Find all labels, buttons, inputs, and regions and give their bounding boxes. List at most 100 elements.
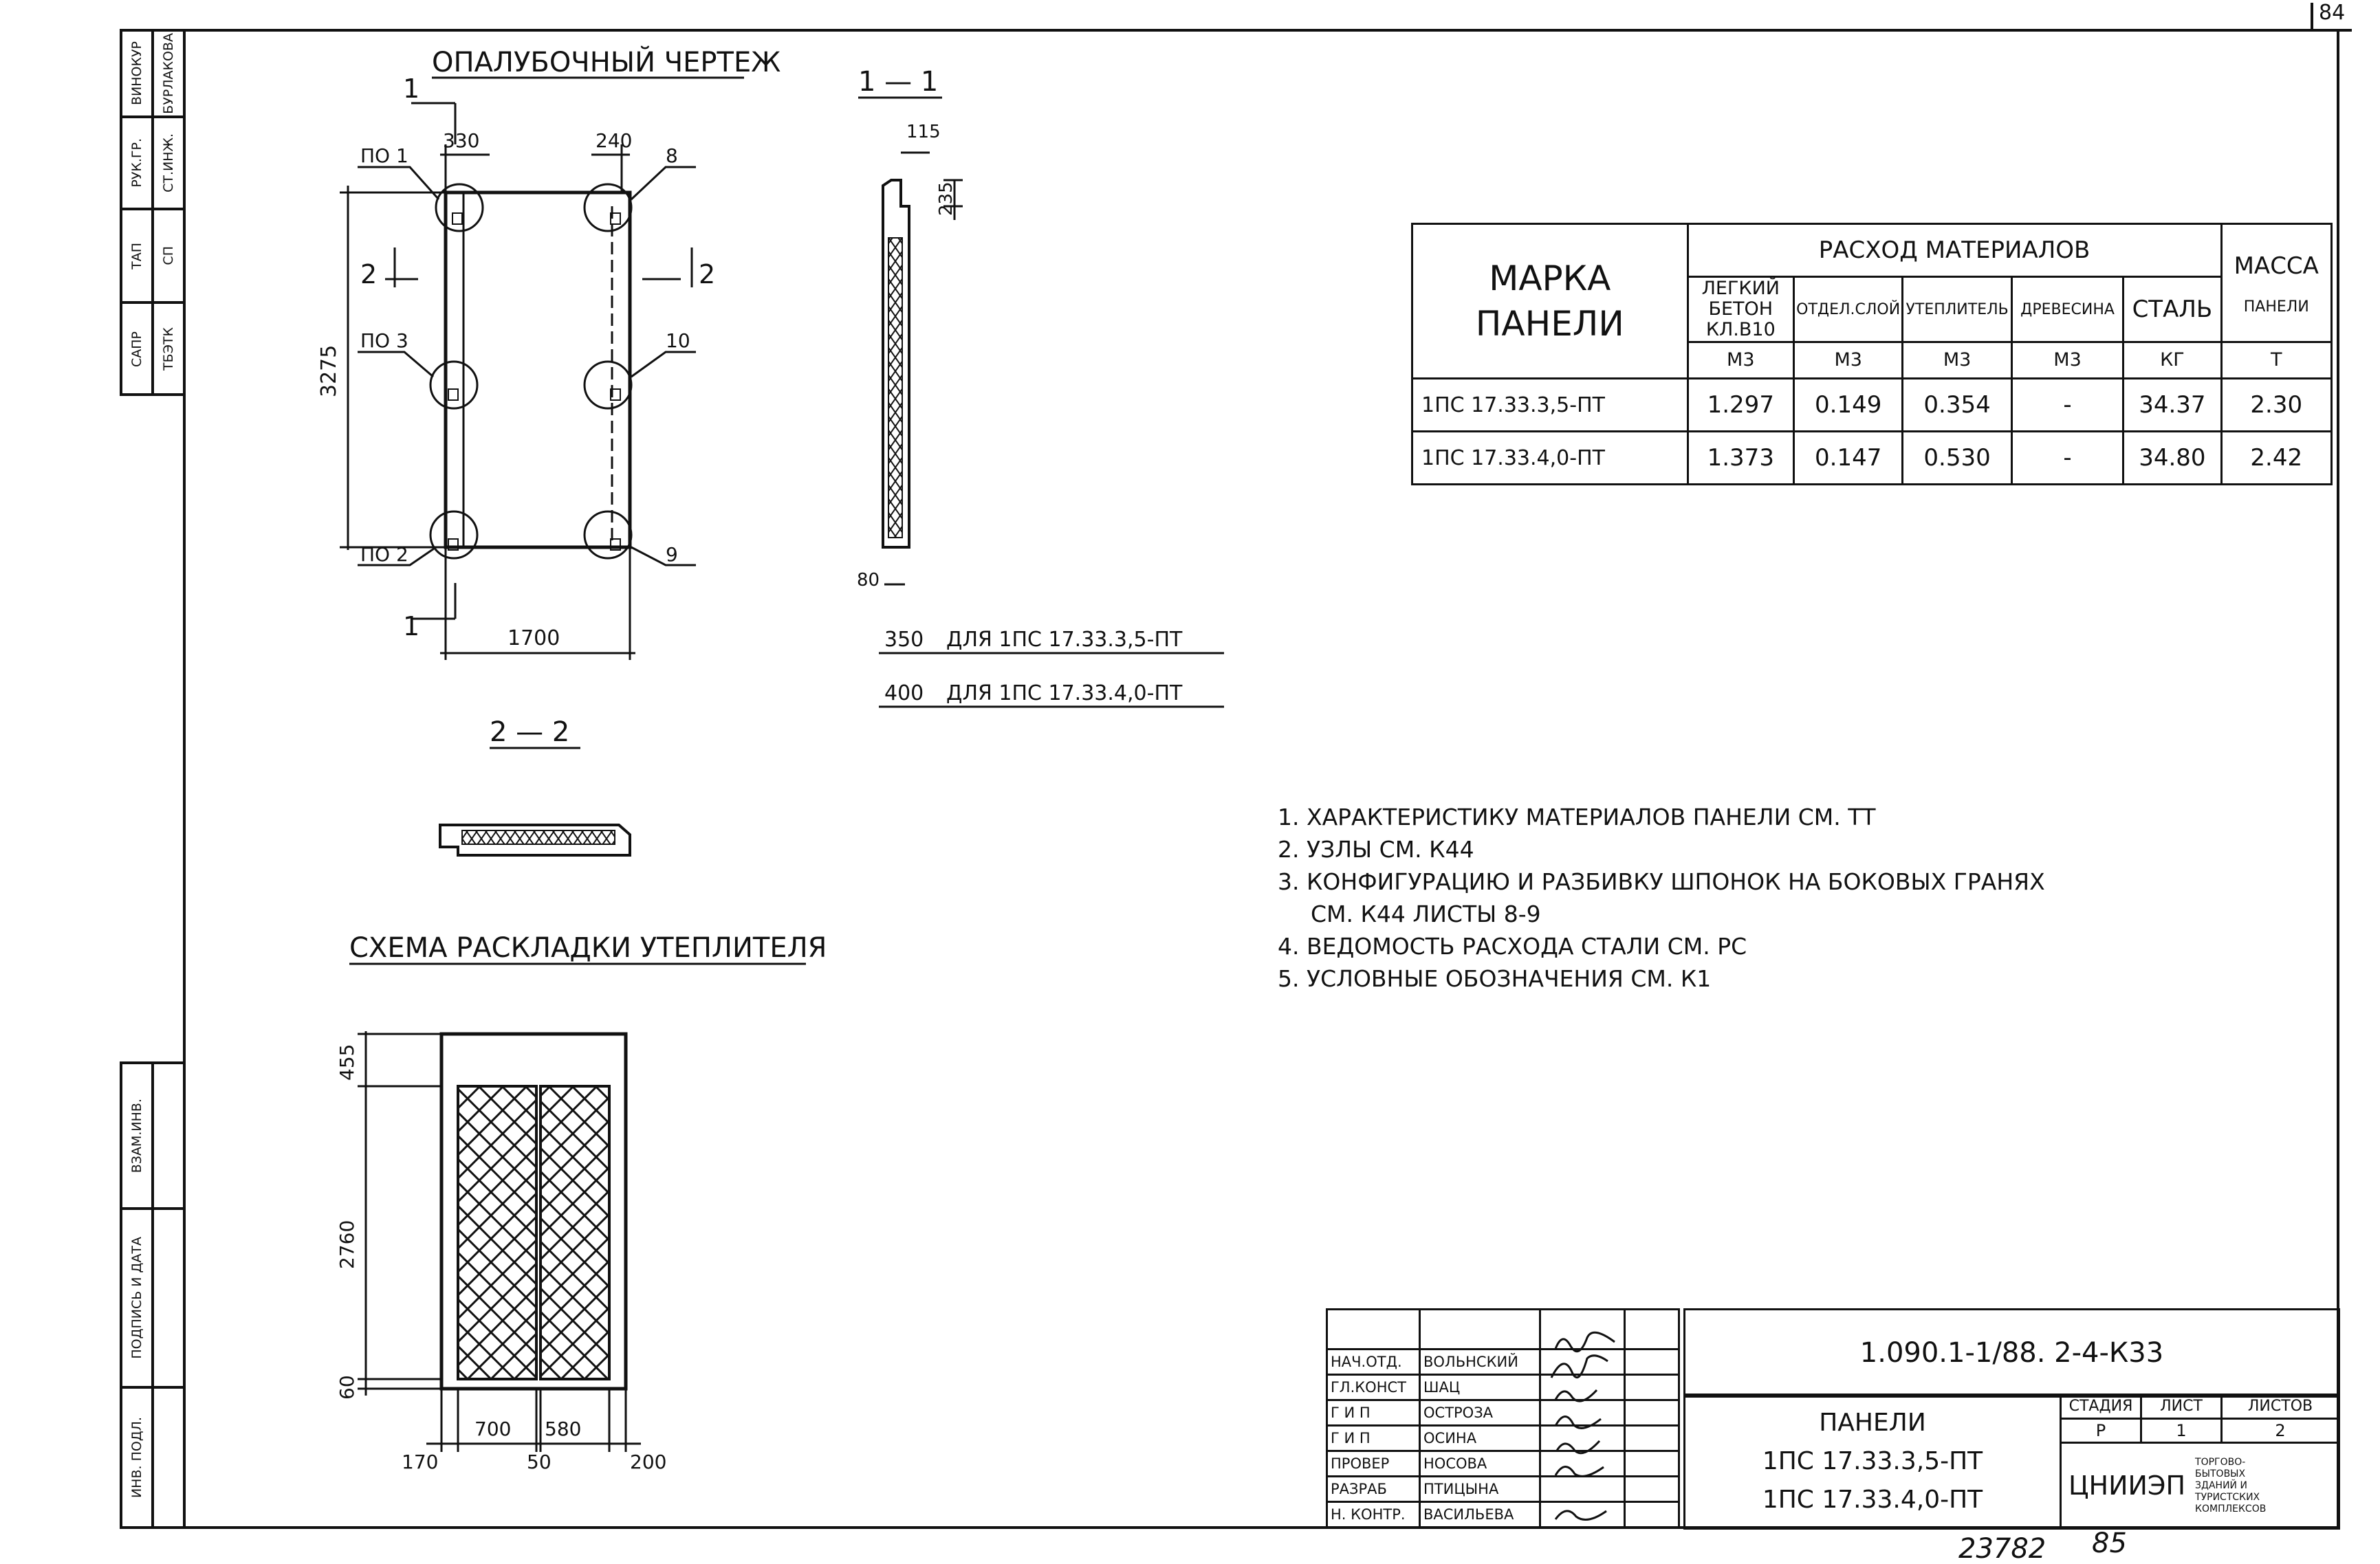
- sheet-value: 1: [2140, 1418, 2223, 1444]
- dim-2760: 2760: [336, 1220, 358, 1269]
- stamp-role: НАЧ.ОТД.: [1326, 1348, 1421, 1376]
- mass-header: МАССА ПАНЕЛИ: [2220, 223, 2333, 343]
- dim-700: 700: [474, 1418, 511, 1440]
- title-block-code: 1.090.1-1/88. 2-4-К33: [1683, 1308, 2340, 1398]
- cell-insulation: 0.530: [1901, 430, 2013, 485]
- side-stamp-signature-date: ПОДПИСЬ И ДАТА: [129, 1237, 144, 1359]
- cell-steel: 34.80: [2122, 430, 2223, 485]
- stamp-role: ГЛ.КОНСТ: [1326, 1374, 1421, 1401]
- dim-1700: 1700: [507, 626, 560, 650]
- node-8: 8: [666, 144, 678, 167]
- dim-580: 580: [545, 1418, 581, 1440]
- dim-115: 115: [906, 122, 941, 142]
- general-notes: 1. ХАРАКТЕРИСТИКУ МАТЕРИАЛОВ ПАНЕЛИ СМ. …: [1278, 801, 2045, 995]
- note-3-cont: СМ. К44 ЛИСТЫ 8-9: [1311, 901, 1541, 927]
- side-stamp-name-3: СТ.ИНЖ.: [161, 133, 176, 192]
- page-number: 84: [2319, 1, 2345, 25]
- stamp-name: ВАСИЛЬЕВА: [1419, 1501, 1541, 1528]
- side-stamp-role-3: РУК.ГР.: [129, 138, 144, 188]
- cell-finish: 0.147: [1792, 430, 1904, 485]
- org-name: ЦНИИЭП: [2068, 1471, 2186, 1501]
- cut-1-top: 1: [403, 74, 419, 104]
- stamp-role: Г И П: [1326, 1399, 1421, 1427]
- materials-group-header: РАСХОД МАТЕРИАЛОВ: [1686, 223, 2223, 278]
- stamp-role: Г И П: [1326, 1424, 1421, 1452]
- table-row: 1ПС 17.33.4,0-ПТ 1.373 0.147 0.530 - 34.…: [1411, 430, 2333, 485]
- side-stamp-inv: ИНВ. ПОДЛ.: [129, 1416, 144, 1499]
- cut-1-bottom: 1: [403, 611, 419, 641]
- stamp-name: НОСОВА: [1419, 1450, 1541, 1477]
- unit-steel: КГ: [2122, 341, 2223, 379]
- drawing-code: 1.090.1-1/88. 2-4-К33: [1859, 1337, 2164, 1369]
- cell-mass: 2.30: [2220, 377, 2333, 432]
- stage-value: Р: [2060, 1418, 2142, 1444]
- cell-steel: 34.37: [2122, 377, 2223, 432]
- note-2: 2. УЗЛЫ СМ. К44: [1278, 836, 1474, 863]
- panel-title: ПАНЕЛИ: [1819, 1409, 1926, 1437]
- cell-wood: -: [2010, 377, 2125, 432]
- side-stamp-replace-inv: ВЗАМ.ИНВ.: [129, 1098, 144, 1174]
- unit-insulation: М3: [1901, 341, 2013, 379]
- cell-finish: 0.149: [1792, 377, 1904, 432]
- bottom-number-a: 23782: [1958, 1533, 2046, 1564]
- section-1-1: 1 — 1 115 235 80 350 ДЛЯ 1ПС 17.33.3,5-П…: [857, 66, 1224, 708]
- side-stamp-role-4: ВИНОКУР: [129, 41, 144, 106]
- dim-200: 200: [630, 1451, 666, 1473]
- stamp-name: ОСИНА: [1419, 1424, 1541, 1452]
- dim-240: 240: [596, 129, 632, 152]
- section-2-title: 2 — 2: [490, 716, 569, 748]
- note-1: 1. ХАРАКТЕРИСТИКУ МАТЕРИАЛОВ ПАНЕЛИ СМ. …: [1278, 804, 1876, 830]
- note-4: 4. ВЕДОМОСТЬ РАСХОДА СТАЛИ СМ. РС: [1278, 933, 1747, 960]
- cell-insulation: 0.354: [1901, 377, 2013, 432]
- side-stamp-role-1: САПР: [129, 331, 144, 367]
- unit-mass: Т: [2220, 341, 2333, 379]
- cut-2-right: 2: [699, 259, 715, 289]
- dim-3275: 3275: [317, 345, 341, 397]
- col-wood-header: ДРЕВЕСИНА: [2010, 276, 2125, 343]
- stamp-name: ОСТРОЗА: [1419, 1399, 1541, 1427]
- node-po3: ПО 3: [360, 329, 408, 352]
- cell-wood: -: [2010, 430, 2125, 485]
- stamp-role: РАЗРАБ: [1326, 1475, 1421, 1503]
- sheet-label: ЛИСТ: [2140, 1394, 2223, 1420]
- node-9: 9: [666, 543, 678, 566]
- legend-dim-350: 350: [884, 628, 924, 652]
- dim-330: 330: [443, 129, 479, 152]
- row-mark: 1ПС 17.33.4,0-ПТ: [1411, 430, 1689, 485]
- node-10: 10: [666, 329, 690, 352]
- col-insulation-header: УТЕПЛИТЕЛЬ: [1901, 276, 2013, 343]
- dim-455: 455: [336, 1044, 358, 1081]
- row-mark: 1ПС 17.33.3,5-ПТ: [1411, 377, 1689, 432]
- mark-header: МАРКА ПАНЕЛИ: [1411, 223, 1689, 379]
- section-1-title: 1 — 1: [858, 66, 938, 98]
- insulation-title: СХЕМА РАСКЛАДКИ УТЕПЛИТЕЛЯ: [349, 932, 827, 964]
- title-block-title: ПАНЕЛИ 1ПС 17.33.3,5-ПТ 1ПС 17.33.4,0-ПТ: [1683, 1394, 2062, 1530]
- legend-dim-400: 400: [884, 681, 924, 705]
- panel-mark-1: 1ПС 17.33.3,5-ПТ: [1762, 1447, 1983, 1475]
- section-2-2: 2 — 2: [439, 716, 631, 857]
- stamp-row: Н. КОНТР.ВАСИЛЬЕВА: [1326, 1501, 1680, 1528]
- legend-text-400: ДЛЯ 1ПС 17.33.4,0-ПТ: [946, 681, 1183, 705]
- formwork-title: ОПАЛУБОЧНЫЙ ЧЕРТЕЖ: [432, 45, 780, 78]
- node-po1: ПО 1: [360, 144, 408, 167]
- note-3: 3. КОНФИГУРАЦИЮ И РАЗБИВКУ ШПОНОК НА БОК…: [1278, 868, 2045, 895]
- cell-concrete: 1.297: [1686, 377, 1795, 432]
- stamp-name: ШАЦ: [1419, 1374, 1541, 1401]
- panel-mark-2: 1ПС 17.33.4,0-ПТ: [1762, 1486, 1983, 1514]
- stamp-role: ПРОВЕР: [1326, 1450, 1421, 1477]
- unit-finish: М3: [1792, 341, 1904, 379]
- side-stamp-name-1: ТБЭТК: [161, 327, 176, 371]
- table-row: 1ПС 17.33.3,5-ПТ 1.297 0.149 0.354 - 34.…: [1411, 377, 2333, 432]
- unit-concrete: М3: [1686, 341, 1795, 379]
- bottom-number-b: 85: [2092, 1528, 2127, 1559]
- cut-2-left: 2: [360, 259, 377, 289]
- sheets-value: 2: [2220, 1418, 2340, 1444]
- col-finish-header: ОТДЕЛ.СЛОЙ: [1792, 276, 1904, 343]
- cell-concrete: 1.373: [1686, 430, 1795, 485]
